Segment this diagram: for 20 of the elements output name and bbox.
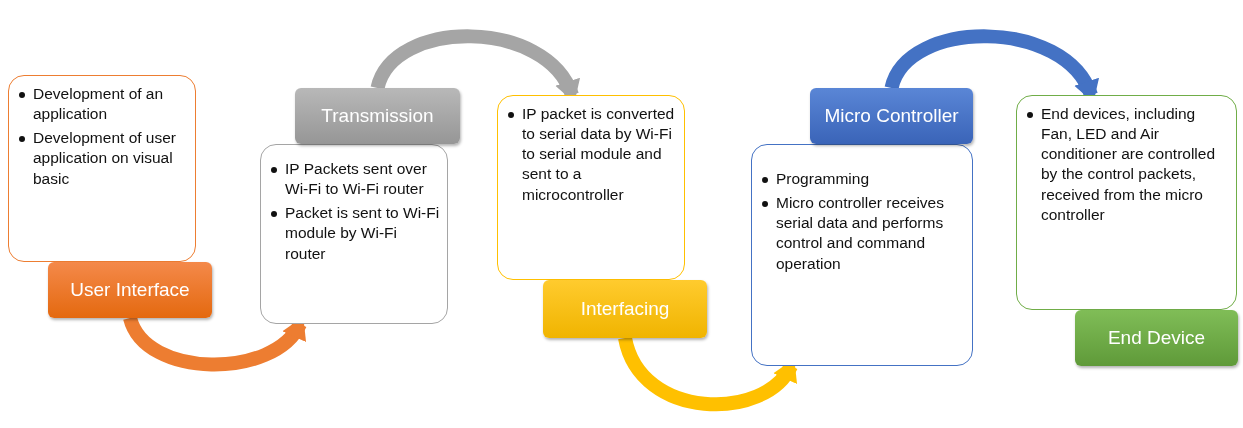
- stage-title-box: Micro Controller: [810, 88, 973, 144]
- stage-title-box: End Device: [1075, 310, 1238, 366]
- content-box: [497, 95, 685, 280]
- content-box: [260, 144, 448, 324]
- curved-arrow: [618, 335, 797, 412]
- bullet-text: Micro controller receives serial data and performs control and command operation: [776, 193, 945, 274]
- bullet-text: Programming: [776, 169, 870, 189]
- content-box: [8, 75, 196, 262]
- content-box: [751, 144, 973, 366]
- bullet-text: IP Packets sent over Wi-Fi to Wi-Fi router: [285, 159, 428, 200]
- bullet-text: Packet is sent to Wi-Fi module by Wi-Fi router: [285, 203, 441, 264]
- stage-title-box: Interfacing: [543, 280, 707, 338]
- curved-arrow: [123, 315, 306, 372]
- content-box: [1016, 95, 1237, 310]
- bullet-text: End devices, including Fan, LED and Air conditioner are controlled by the control packets, received from the micro controller: [1041, 104, 1217, 225]
- bullet-text: Development of user application on visual basic: [33, 128, 178, 189]
- bullet-text: IP packet is converted to serial data by Wi-Fi to serial module and sent to a microcontroller: [522, 104, 676, 205]
- bullet-text: Development of an application: [33, 84, 165, 125]
- stage-title-box: User Interface: [48, 262, 212, 318]
- stage-title-box: Transmission: [295, 88, 460, 144]
